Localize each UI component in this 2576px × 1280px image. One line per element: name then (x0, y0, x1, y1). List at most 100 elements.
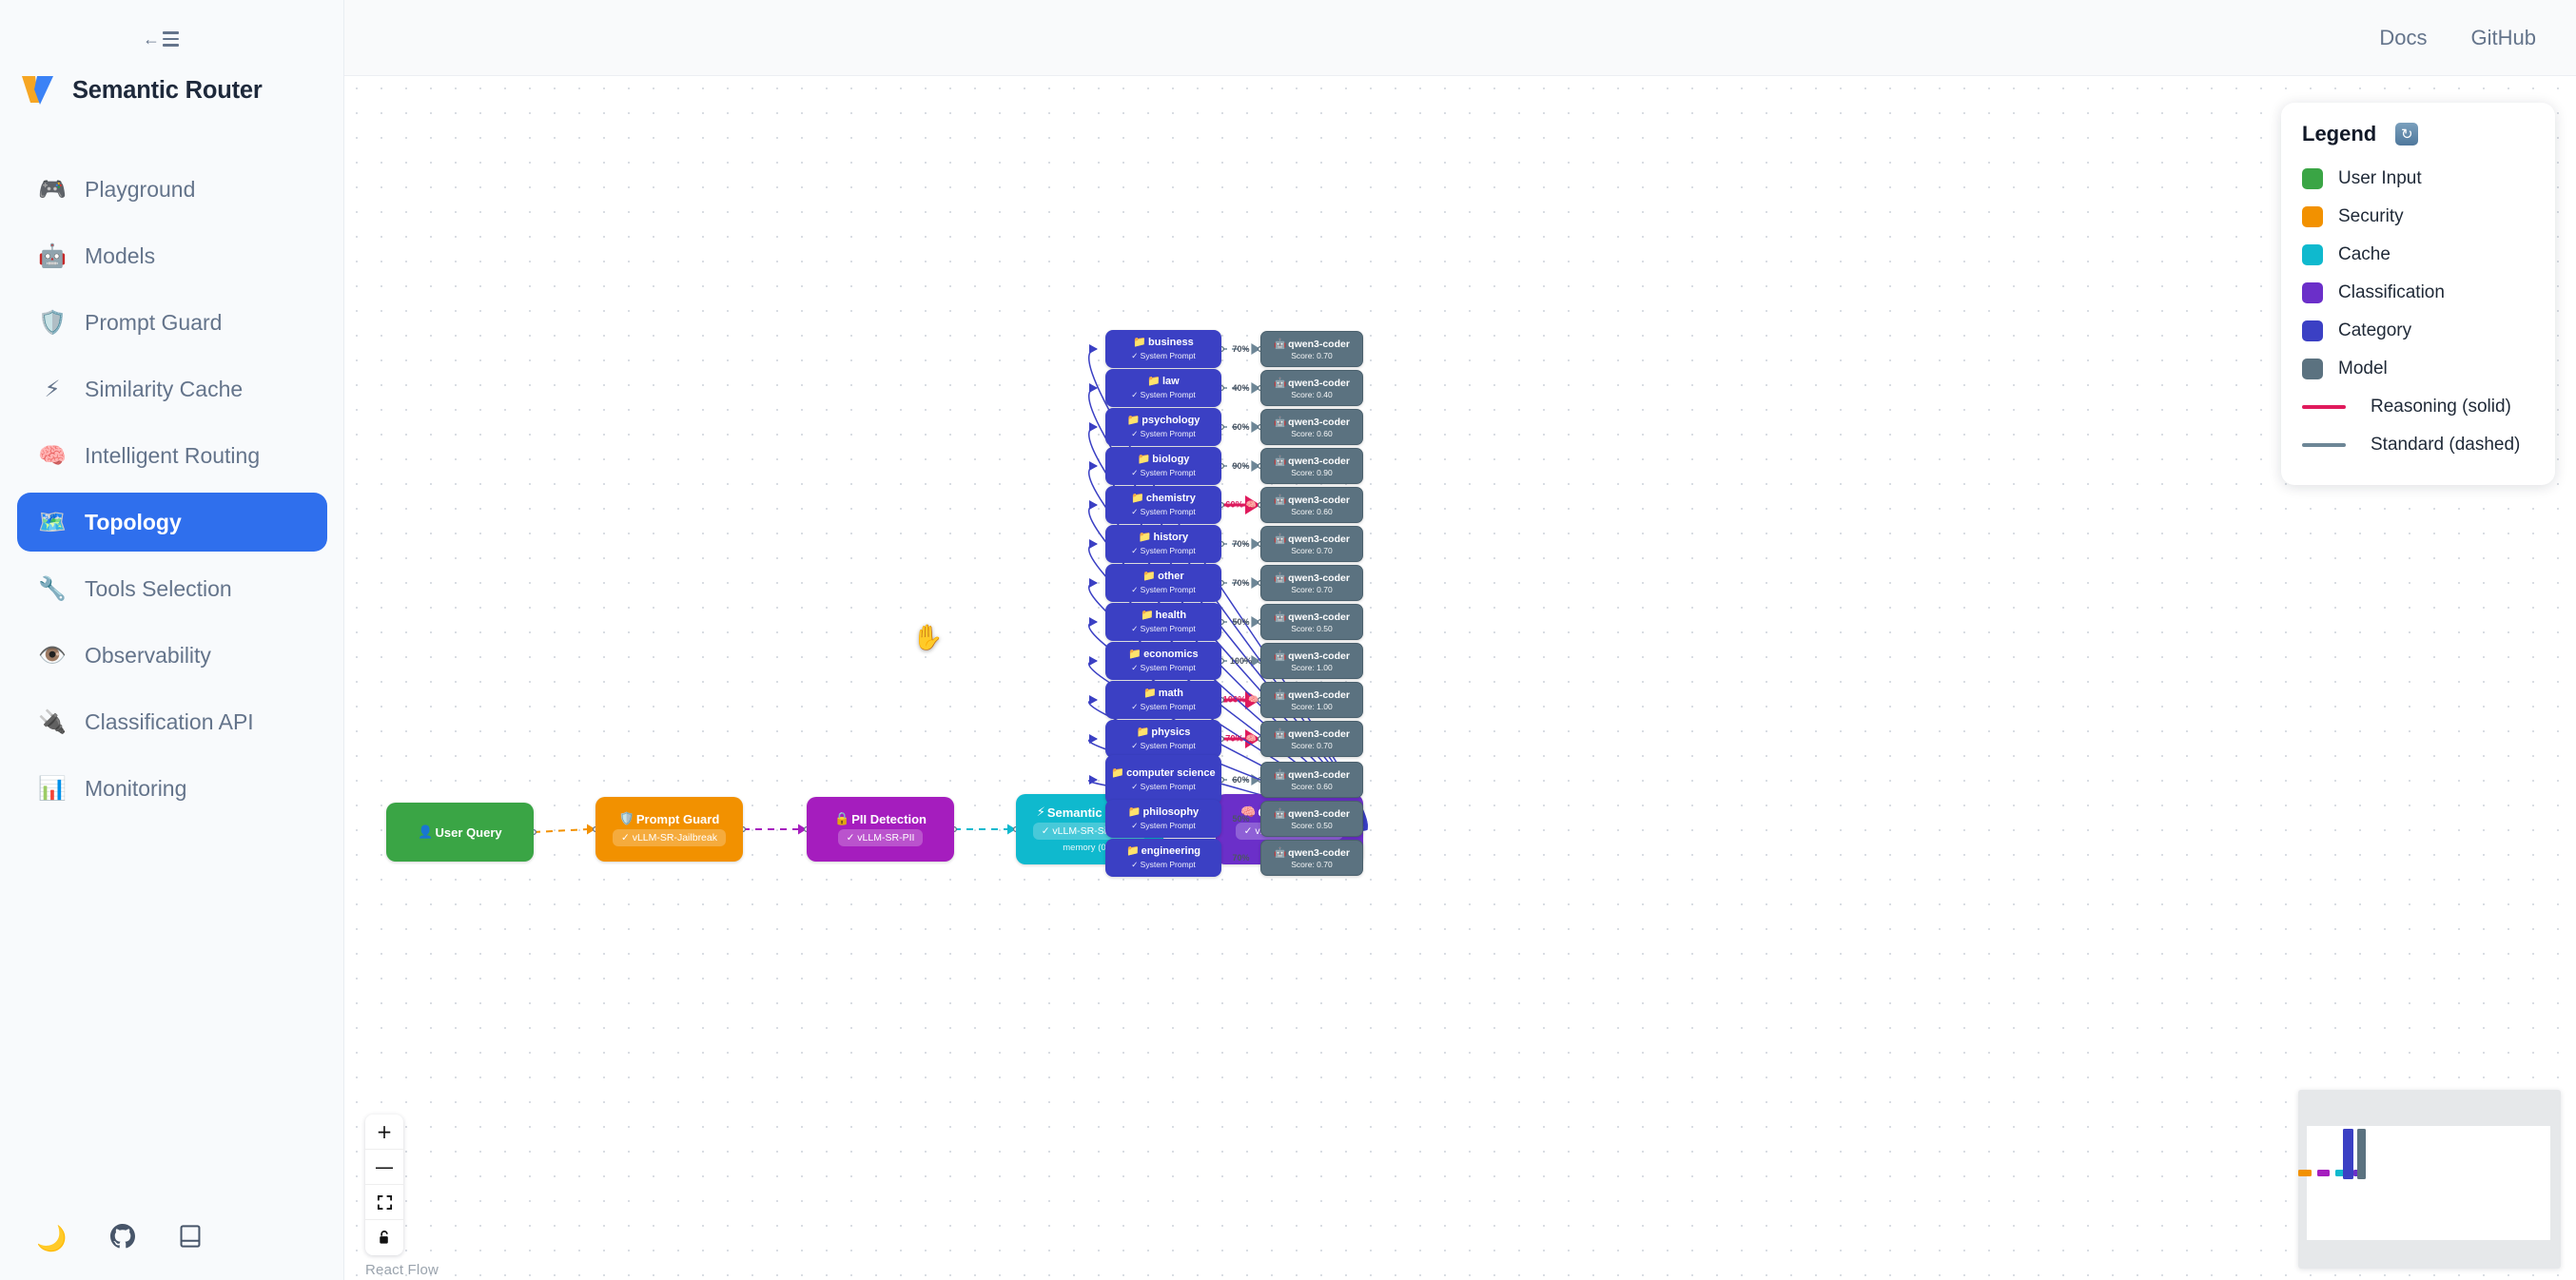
category-node-engineering[interactable]: 📁engineering✓ System Prompt (1105, 839, 1221, 877)
sidebar-item-monitoring[interactable]: 📊 Monitoring (17, 759, 327, 818)
category-subtext: ✓ System Prompt (1131, 545, 1196, 555)
sidebar-item-label: Similarity Cache (85, 376, 244, 401)
brand[interactable]: Semantic Router (21, 74, 263, 107)
model-name: qwen3-coder (1288, 494, 1350, 506)
model-title: 🤖qwen3-coder (1274, 533, 1350, 546)
sidebar-item-prompt-guard[interactable]: 🛡️ Prompt Guard (17, 293, 327, 352)
sidebar-item-classification-api[interactable]: 🔌 Classification API (17, 692, 327, 751)
category-node-economics[interactable]: 📁economics✓ System Prompt (1105, 642, 1221, 680)
moon-icon[interactable]: 🌙 (36, 1224, 68, 1253)
sidebar-item-observability[interactable]: 👁️ Observability (17, 626, 327, 685)
react-flow-attribution[interactable]: React Flow (365, 1262, 439, 1278)
node-pii[interactable]: 🔒PII Detection ✓ vLLM-SR-PII (807, 797, 954, 862)
node-badge: ✓ vLLM-SR-Jailbreak (613, 829, 726, 846)
sidebar-item-models[interactable]: 🤖 Models (17, 226, 327, 285)
robot-icon: 🤖 (1274, 572, 1287, 584)
category-node-philosophy[interactable]: 📁philosophy✓ System Prompt (1105, 800, 1221, 838)
folder-icon: 📁 (1147, 375, 1161, 388)
docs-link[interactable]: Docs (2379, 25, 2428, 49)
category-subtext: ✓ System Prompt (1131, 662, 1196, 672)
flow-controls: + — (365, 1115, 403, 1255)
minimap-node (2298, 1170, 2312, 1177)
edge-label-percent: 70% 🧠 (1225, 733, 1257, 745)
sidebar-item-playground[interactable]: 🎮 Playground (17, 160, 327, 219)
category-node-psychology[interactable]: 📁psychology✓ System Prompt (1105, 408, 1221, 446)
category-title: 📁math (1143, 688, 1183, 700)
category-node-other[interactable]: 📁other✓ System Prompt (1105, 564, 1221, 602)
edge-arrowhead (1089, 656, 1098, 666)
category-node-health[interactable]: 📁health✓ System Prompt (1105, 603, 1221, 641)
category-node-biology[interactable]: 📁biology✓ System Prompt (1105, 447, 1221, 485)
node-subtext: memory (0.8) (1063, 843, 1117, 853)
zoom-in-button[interactable]: + (365, 1115, 403, 1150)
legend-label: Cache (2338, 244, 2391, 264)
pan-cursor-icon: ✋ (912, 624, 944, 652)
node-guard[interactable]: 🛡️Prompt Guard✓ vLLM-SR-Jailbreak (595, 797, 743, 862)
sidebar-item-topology[interactable]: 🗺️ Topology (17, 493, 327, 552)
lock-icon[interactable] (365, 1220, 403, 1255)
category-node-math[interactable]: 📁math✓ System Prompt (1105, 681, 1221, 719)
sidebar-nav: 🎮 Playground 🤖 Models 🛡️ Prompt Guard ⚡ … (0, 160, 344, 825)
category-node-business[interactable]: 📁business✓ System Prompt (1105, 330, 1221, 368)
node-title: 🔒PII Detection (834, 812, 927, 826)
sidebar-item-intelligent-routing[interactable]: 🧠 Intelligent Routing (17, 426, 327, 485)
robot-icon: 🤖 (1274, 533, 1287, 545)
zoom-out-button[interactable]: — (365, 1150, 403, 1185)
category-node-history[interactable]: 📁history✓ System Prompt (1105, 525, 1221, 563)
sidebar-item-label: Tools Selection (85, 575, 232, 601)
category-subtext: ✓ System Prompt (1131, 701, 1196, 711)
sidebar-item-label: Models (85, 242, 156, 268)
category-title: 📁economics (1128, 649, 1198, 661)
model-title: 🤖qwen3-coder (1274, 338, 1350, 351)
sidebar-item-similarity-cache[interactable]: ⚡ Similarity Cache (17, 359, 327, 418)
edge-label-percent: 70% (1232, 539, 1250, 549)
book-icon[interactable] (179, 1224, 202, 1253)
robot-icon: 🤖 (1274, 495, 1287, 506)
category-title: 📁law (1147, 376, 1179, 388)
minimap[interactable] (2298, 1090, 2561, 1269)
category-node-physics[interactable]: 📁physics✓ System Prompt (1105, 720, 1221, 758)
edge-arrowhead (1251, 774, 1260, 785)
category-name: chemistry (1145, 493, 1196, 505)
category-subtext: ✓ System Prompt (1131, 820, 1196, 830)
github-link[interactable]: GitHub (2470, 25, 2536, 49)
topology-canvas[interactable]: 👤User Query 🛡️Prompt Guard✓ vLLM-SR-Jailb… (344, 76, 2576, 1280)
model-title: 🤖qwen3-coder (1274, 572, 1350, 585)
category-node-law[interactable]: 📁law✓ System Prompt (1105, 369, 1221, 407)
edge-arrowhead (1251, 460, 1260, 472)
node-badge: ✓ vLLM-SR-PII (837, 829, 924, 846)
collapse-sidebar-button[interactable]: ← (143, 30, 179, 48)
category-title: 📁philosophy (1128, 806, 1199, 819)
edges-layer (531, 343, 1368, 863)
fit-view-icon[interactable] (365, 1185, 403, 1220)
github-icon[interactable] (110, 1224, 136, 1253)
category-title: 📁business (1133, 337, 1193, 349)
refresh-icon[interactable]: ↻ (2395, 123, 2419, 145)
category-node-computer-science[interactable]: 📁computer science✓ System Prompt (1105, 755, 1221, 805)
category-name: philosophy (1142, 806, 1200, 819)
node-user[interactable]: 👤User Query (386, 803, 534, 862)
legend-label: Model (2338, 359, 2388, 378)
category-name: psychology (1142, 415, 1200, 427)
robot-icon: 🤖 (1274, 417, 1287, 428)
sidebar-item-tools-selection[interactable]: 🔧 Tools Selection (17, 559, 327, 618)
category-node-chemistry[interactable]: 📁chemistry✓ System Prompt (1105, 486, 1221, 524)
edge-arrowhead (587, 824, 595, 835)
category-subtext: ✓ System Prompt (1131, 740, 1196, 750)
category-subtext: ✓ System Prompt (1131, 428, 1196, 438)
category-name: history (1153, 532, 1189, 544)
